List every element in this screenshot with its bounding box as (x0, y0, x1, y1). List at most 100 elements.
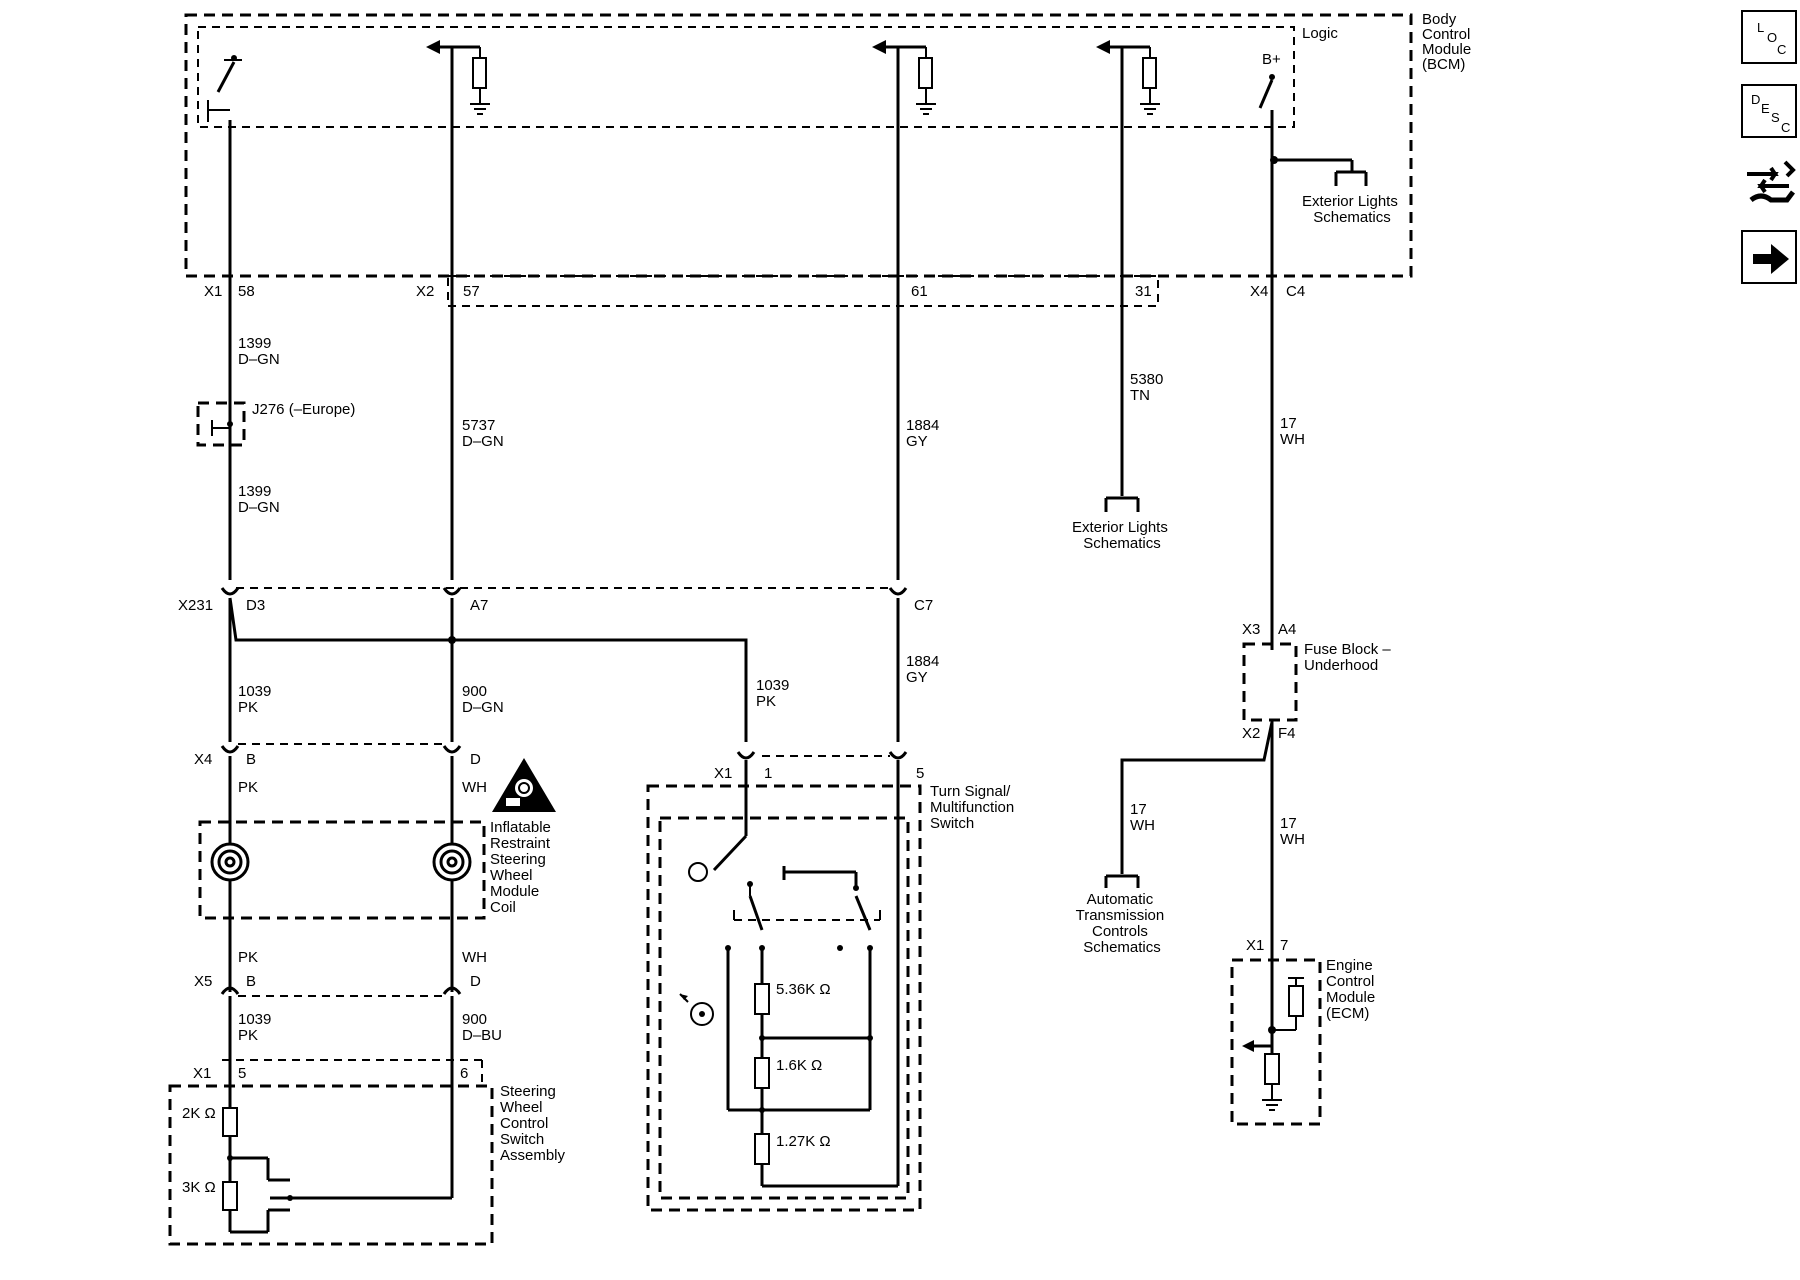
svg-text:X3: X3 (1242, 621, 1260, 638)
connector-view-button[interactable] (1741, 156, 1797, 210)
svg-text:X1: X1 (714, 765, 732, 782)
arrow-right-icon (1753, 244, 1789, 274)
svg-text:PK: PK (238, 779, 258, 796)
fuse-block: X3 A4 Fuse Block – Underhood X2 F4 (1120, 621, 1395, 1028)
svg-text:PK: PK (238, 949, 258, 966)
svg-text:X1: X1 (1246, 937, 1264, 954)
svg-text:D: D (1751, 92, 1760, 107)
fuse-block-label: Fuse Block – Underhood (1304, 641, 1395, 674)
x5-connector: X5 B D (194, 973, 481, 997)
x4-connector: X4 B D PK WH (194, 743, 487, 796)
svg-text:X231: X231 (178, 597, 213, 614)
svg-text:S: S (1771, 110, 1780, 125)
ext-lights-label-a: Exterior Lights Schematics (1302, 193, 1402, 226)
airbag-coil-label: Inflatable Restraint Steering Wheel Modu… (490, 819, 555, 916)
bcm-input-57 (426, 40, 490, 115)
svg-text:5: 5 (238, 1065, 246, 1082)
turn-signal-label: Turn Signal/ Multifunction Switch (930, 783, 1018, 832)
next-button[interactable] (1741, 230, 1797, 284)
j276-label: J276 (–Europe) (252, 401, 355, 418)
svg-text:C: C (1781, 120, 1790, 135)
svg-text:C: C (1777, 42, 1786, 57)
svg-text:F4: F4 (1278, 725, 1296, 742)
bcm-input-31 (1096, 40, 1160, 115)
ext-lights-label-b: Exterior Lights Schematics (1072, 519, 1172, 552)
svg-text:7: 7 (1280, 937, 1288, 954)
bcm-connectors: X1 58 X2 57 61 31 X4 C4 (204, 275, 1305, 307)
svg-text:5.36K Ω: 5.36K Ω (776, 981, 831, 998)
x231-connector: X231 D3 A7 C7 (178, 587, 933, 614)
turn-signal-switch: X1 1 5 Turn Signal/ Multifunction Switch (646, 751, 1018, 1212)
svg-text:X4: X4 (194, 751, 212, 768)
wiring-diagram: Logic Body Control Module (BCM) (168, 11, 1475, 1246)
svg-text:E: E (1761, 101, 1770, 116)
airbag-warning-icon (492, 758, 556, 812)
svg-text:1.27K Ω: 1.27K Ω (776, 1133, 831, 1150)
steering-wheel-icon (679, 993, 714, 1026)
swc-label: Steering Wheel Control Switch Assembly (500, 1083, 566, 1164)
bcm-input-61 (872, 40, 936, 115)
svg-text:WH: WH (462, 949, 487, 966)
svg-text:2K Ω: 2K Ω (182, 1105, 216, 1122)
svg-text:X1: X1 (204, 283, 222, 300)
airbag-coil: Inflatable Restraint Steering Wheel Modu… (198, 756, 556, 992)
svg-text:57: 57 (463, 283, 480, 300)
svg-text:WH: WH (462, 779, 487, 796)
svg-text:B: B (246, 751, 256, 768)
description-icon: D E S C (1751, 92, 1790, 135)
ecm-module: X1 7 Engine Control Module (ECM) (1230, 937, 1379, 1126)
atc-label: Automatic Transmission Controls Schemati… (1076, 891, 1169, 956)
svg-text:B: B (246, 973, 256, 990)
bcm-logic-label: Logic (1302, 25, 1338, 42)
connector-arrows-icon (1747, 160, 1796, 203)
steering-wheel-control-switch: X1 5 6 2K Ω 3K Ω Steering Wheel Control … (168, 1059, 566, 1246)
svg-text:D: D (470, 751, 481, 768)
bcm-label: Body Control Module (BCM) (1422, 11, 1475, 73)
svg-text:X2: X2 (1242, 725, 1260, 742)
location-icon: L O C (1757, 20, 1786, 57)
svg-text:C7: C7 (914, 597, 933, 614)
svg-text:1: 1 (764, 765, 772, 782)
svg-text:6: 6 (460, 1065, 468, 1082)
svg-text:61: 61 (911, 283, 928, 300)
svg-text:C4: C4 (1286, 283, 1305, 300)
svg-text:3K Ω: 3K Ω (182, 1179, 216, 1196)
svg-text:D: D (470, 973, 481, 990)
svg-text:5: 5 (916, 765, 924, 782)
svg-text:L: L (1757, 20, 1764, 35)
svg-text:31: 31 (1135, 283, 1152, 300)
location-button[interactable]: L O C (1741, 10, 1797, 64)
svg-text:D3: D3 (246, 597, 265, 614)
ecm-label: Engine Control Module (ECM) (1326, 957, 1379, 1022)
svg-text:X2: X2 (416, 283, 434, 300)
bcm-module: Logic Body Control Module (BCM) (184, 11, 1475, 278)
description-button[interactable]: D E S C (1741, 84, 1797, 138)
svg-text:A7: A7 (470, 597, 488, 614)
svg-text:58: 58 (238, 283, 255, 300)
bplus-label: B+ (1262, 51, 1281, 68)
svg-text:X4: X4 (1250, 283, 1268, 300)
